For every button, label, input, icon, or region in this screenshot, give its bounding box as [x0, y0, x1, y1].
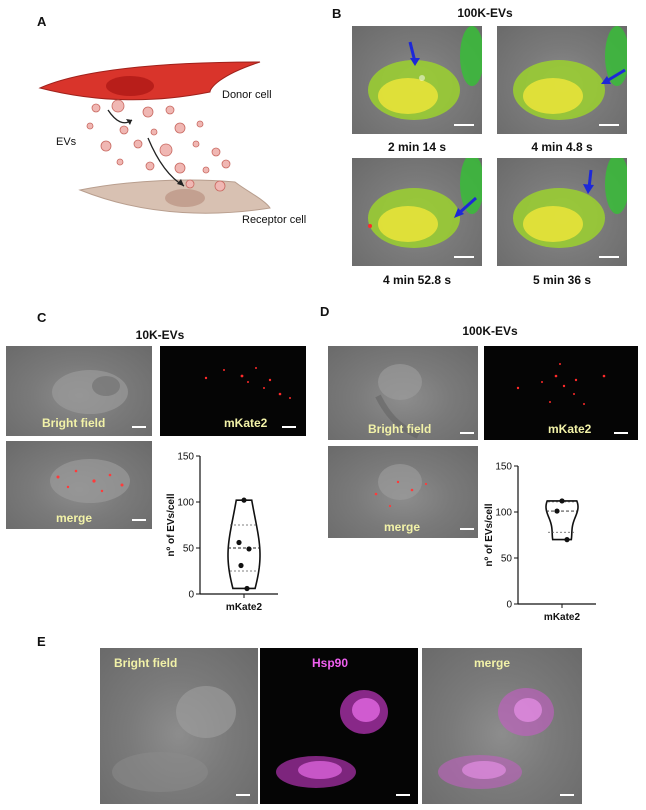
violin-body — [545, 500, 579, 541]
timepoint-4: 5 min 36 s — [532, 273, 592, 287]
x-tick-label: mKate2 — [226, 602, 263, 613]
panel-c-title: 10K-EVs — [135, 328, 185, 342]
panel-a-diagram — [38, 61, 271, 214]
d-merge-label: merge — [384, 520, 421, 534]
y-tick-label: 100 — [495, 508, 512, 519]
data-point — [564, 537, 570, 543]
y-axis-title: nº of EVs/cell — [166, 493, 177, 556]
evs-label: EVs — [56, 136, 77, 148]
panel-d-title: 100K-EVs — [462, 324, 518, 338]
timepoint-3: 4 min 52.8 s — [382, 273, 452, 287]
violin-body — [227, 499, 261, 590]
timelapse-image-1 — [352, 26, 482, 134]
data-point — [241, 497, 247, 503]
timelapse-image-4 — [497, 158, 627, 266]
timepoint-2: 4 min 4.8 s — [531, 140, 593, 154]
d-bright-field-image: Bright field — [328, 346, 478, 440]
y-tick-label: 150 — [495, 462, 512, 473]
e-hsp90-label: Hsp90 — [312, 656, 349, 670]
ev-vesicles — [86, 99, 231, 192]
c-merge-image: merge — [6, 441, 152, 529]
panel-e-label: E — [37, 634, 46, 649]
y-tick-label: 50 — [501, 554, 513, 565]
donor-cell-label: Donor cell — [222, 89, 272, 101]
y-tick-label: 0 — [506, 600, 512, 611]
data-point — [244, 585, 250, 592]
panel-b-label: B — [332, 6, 342, 21]
c-bright-field-label: Bright field — [42, 416, 106, 430]
d-merge-image: merge — [328, 446, 478, 538]
data-point — [238, 562, 244, 569]
c-mkate2-label: mKate2 — [224, 416, 268, 430]
timelapse-image-2 — [497, 26, 627, 134]
data-point — [554, 508, 560, 514]
d-mkate2-label: mKate2 — [548, 422, 592, 436]
data-point — [246, 546, 252, 552]
d-bright-field-label: Bright field — [368, 422, 432, 436]
data-point — [559, 498, 565, 504]
e-bright-field-label: Bright field — [114, 656, 178, 670]
c-bright-field-image: Bright field — [6, 346, 152, 436]
c-merge-label: merge — [56, 511, 93, 525]
panel-a-label: A — [37, 14, 47, 29]
y-tick-label: 100 — [177, 498, 194, 509]
y-tick-label: 150 — [177, 452, 194, 463]
y-axis-title: nº of EVs/cell — [484, 503, 495, 566]
e-merge-label: merge — [474, 656, 511, 670]
data-point — [236, 539, 242, 546]
x-tick-label: mKate2 — [544, 612, 581, 623]
y-tick-label: 0 — [188, 590, 194, 601]
panel-b-title: 100K-EVs — [457, 6, 513, 20]
e-hsp90-image: Hsp90 — [260, 648, 418, 804]
violin-chart-d: 0 50 100 150 mKate2 nº of EVs/cell — [484, 462, 596, 623]
receptor-nucleus — [165, 189, 205, 207]
receptor-cell-label: Receptor cell — [242, 214, 307, 226]
timepoint-1: 2 min 14 s — [387, 140, 447, 154]
e-bright-field-image: Bright field — [100, 648, 258, 804]
y-tick-label: 50 — [183, 544, 195, 555]
panel-d-label: D — [320, 304, 330, 319]
panel-c-label: C — [37, 310, 47, 325]
timelapse-image-3 — [352, 158, 482, 266]
e-merge-image: merge — [422, 648, 582, 804]
donor-nucleus — [106, 76, 154, 96]
c-mkate2-image: mKate2 — [160, 346, 306, 436]
violin-chart-c: 0 50 100 150 mKate2 nº of EVs/cell — [166, 452, 278, 613]
d-mkate2-image: mKate2 — [484, 346, 638, 440]
